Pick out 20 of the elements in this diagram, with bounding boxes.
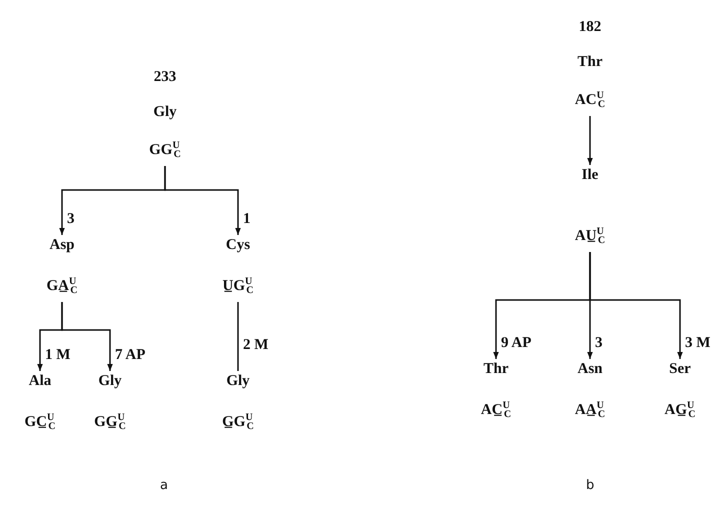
amino-acid-label: Asp: [49, 236, 74, 254]
amino-acid-label: Asn: [577, 360, 602, 378]
amino-acid-label: Gly: [226, 372, 250, 390]
amino-acid-label: Ile: [582, 166, 598, 184]
amino-acid-label: Thr: [577, 52, 602, 70]
panel-label: a: [160, 478, 168, 493]
amino-acid-label: Gly: [153, 102, 177, 120]
amino-acid-label: Ala: [28, 372, 52, 390]
amino-acid-label: Gly: [98, 372, 122, 390]
amino-acid-label: Ser: [669, 360, 691, 378]
position-number: 233: [154, 68, 176, 86]
arrow: [61, 302, 113, 371]
connector-line: [237, 302, 239, 371]
amino-acid-label: Cys: [226, 236, 250, 254]
panel-label: b: [586, 478, 594, 493]
arrow: [587, 116, 593, 165]
arrow: [589, 252, 683, 359]
amino-acid-label: Thr: [483, 360, 508, 378]
position-number: 182: [578, 18, 602, 36]
arrow: [164, 166, 241, 235]
